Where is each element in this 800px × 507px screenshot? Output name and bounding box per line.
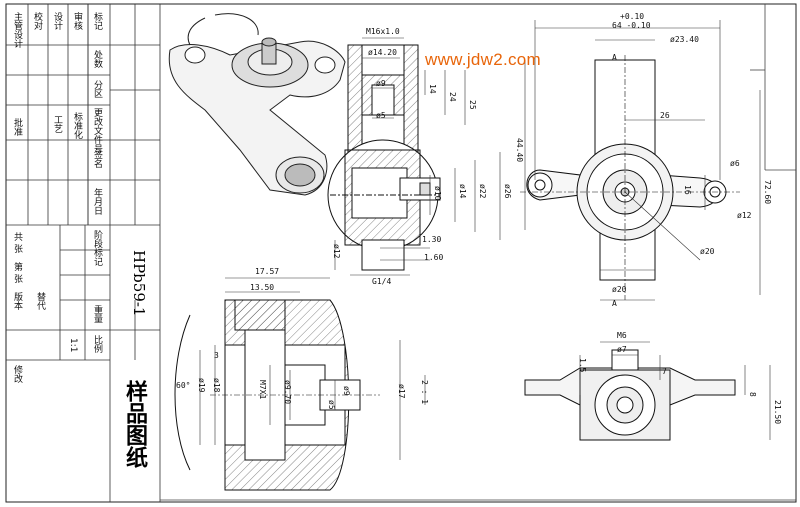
dim-lines-side [579,341,771,440]
dim-lines-top [334,37,501,276]
dim-len-25: 25 [468,100,477,110]
dim-thread-g14: G1/4 [372,277,392,286]
dim-len-13-50: 13.50 [250,283,275,292]
isometric-part-view [168,13,346,196]
weight-label: 重量 [92,305,102,323]
dim-dia-22: ø22 [478,184,487,199]
sheet-replace: 替代 [35,292,45,310]
sheet-number: 第 张 [12,262,22,283]
title-block-grid [6,4,161,502]
dim-lines-detail [199,277,426,460]
header-change-doc: 更改文件号 [92,108,102,153]
dim-len-8: 8 [748,392,757,397]
dim-dia-14-20: ø14.20 [368,48,397,57]
dim-dia-9: ø9 [376,79,386,88]
dim-len-3: 3 [214,351,219,360]
side-view [524,349,736,441]
dim-dia-19: ø19 [197,378,206,393]
sheet-total: 共 张 [12,232,22,253]
dim-thread-m16: M16x1.0 [366,27,400,36]
dim-tol-plus: +0.10 [620,12,645,21]
row-standard: 标准化 [72,112,82,139]
dim-dia-18: ø18 [212,378,221,393]
dim-dia-14: ø14 [458,184,467,199]
dim-len-17-57: 17.57 [255,267,280,276]
row-process: 工艺 [52,115,62,133]
dim-len-21-50: 21.50 [773,400,782,425]
header-count: 处数 [92,50,102,68]
dim-dia-6: ø6 [730,159,740,168]
dim-dia-12: ø12 [332,244,341,259]
section-view-top [327,44,441,271]
header-zone: 分区 [92,80,102,98]
dim-dia-23-40: ø23.40 [670,35,699,44]
dim-dia-20b: ø20 [612,285,627,294]
drawing-title: 样品图纸 [122,380,147,468]
row-approve: 批准 [12,118,22,136]
front-view [520,55,740,300]
dim-len-72-60: 72.60 [763,180,772,205]
dim-angle-60: 60° [176,381,191,390]
header-sign: 签名 [92,150,102,168]
dim-len-26: 26 [660,111,670,120]
dim-len-1-60: 1.60 [424,253,444,262]
scale-label: 比例 [92,335,102,353]
dim-len-14: 14 [428,84,437,94]
row-review: 审核 [72,12,82,30]
watermark-text: www.jdw2.com [425,50,542,69]
dim-len-7: 7 [662,367,667,376]
left-check: 校对 [32,12,42,30]
dim-len-44-40: 44.40 [515,138,524,163]
dim-dia-5: ø5 [376,111,386,120]
dim-len-1-30: 1.30 [422,235,442,244]
section-mark-a1: A [612,299,617,308]
dim-dia-20: ø20 [700,247,715,256]
dim-len-24: 24 [448,92,457,102]
dim-dia-12b: ø12 [737,211,752,220]
detail-view [174,299,380,491]
dim-dia-9b: ø9 [342,386,351,396]
dim-thread-m7: M7X1 [258,380,267,400]
sheet-border [5,3,797,503]
dim-dia-5b: ø5 [327,400,336,410]
dim-thread-m6: M6 [617,331,627,340]
stage-mark-label: 阶段标记 [92,230,102,266]
scale-value: 1:1 [68,338,78,353]
row-design: 设计 [52,12,62,30]
dim-dia-10: ø10 [433,186,442,201]
dim-len-1-5: 1.5 [578,358,587,373]
dim-dia-9-70: ø9.70 [283,380,292,405]
frame-marks [160,4,796,501]
dim-len-16: 16 [683,185,692,195]
left-main-design: 主管设计 [12,12,22,48]
dim-dia-26: ø26 [503,184,512,199]
section-mark-a2: A [612,53,617,62]
dim-dia-17: ø17 [397,384,406,399]
header-date: 年月日 [92,188,102,215]
dim-len-64: 64 -0.10 [612,21,651,30]
sheet-version: 版本 [12,292,22,310]
scale-ratio-2-1: 2 : 1 [420,380,429,405]
drawing-number: HPb59-1 [130,250,148,317]
dim-lines-front [524,20,761,301]
header-mark: 标记 [92,12,102,30]
change-label: 修改 [12,365,22,383]
dim-dia-7: ø7 [617,345,627,354]
